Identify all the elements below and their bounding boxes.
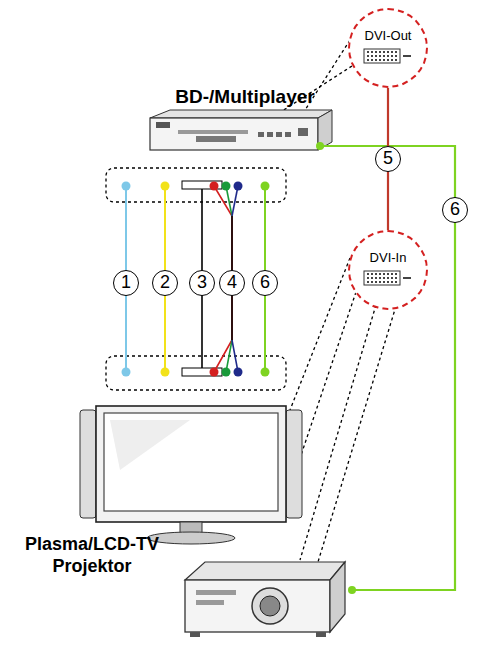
connector-callout-circle: DVI-In (348, 230, 428, 310)
callout-number: 3 (189, 270, 215, 296)
device-label: BD-/Multiplayer (135, 86, 355, 109)
port-label: DVI-In (350, 250, 426, 265)
port-label: DVI-Out (350, 28, 426, 43)
callout-number: 5 (375, 146, 401, 172)
connector-callout-circle: DVI-Out (348, 8, 428, 88)
callout-number: 2 (152, 270, 178, 296)
callout-number: 6 (252, 270, 278, 296)
callout-number: 1 (113, 270, 139, 296)
callout-number: 6 (442, 197, 468, 223)
dvi-connector-icon (363, 47, 413, 65)
callout-number: 4 (219, 270, 245, 296)
device-label: Plasma/LCD-TV Projektor (7, 534, 177, 577)
dvi-connector-icon (363, 269, 413, 287)
